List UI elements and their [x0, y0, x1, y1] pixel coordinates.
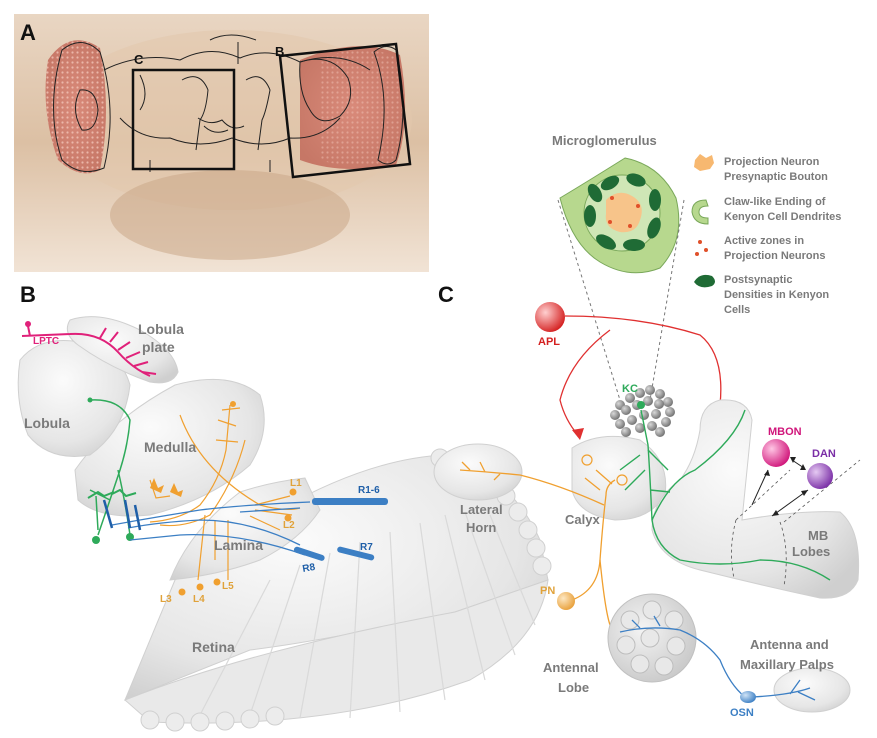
legend-item-3-line1: Active zones in — [724, 235, 804, 247]
legend-item-1-line2: Presynaptic Bouton — [724, 171, 828, 183]
panel-a-letter: A — [20, 20, 36, 45]
lobula-plate-region — [66, 316, 179, 384]
osn-label: OSN — [730, 707, 754, 719]
r7-label: R7 — [360, 542, 373, 553]
box-c-label: C — [134, 52, 144, 67]
kc-label: KC — [622, 383, 638, 395]
osn-axon — [619, 615, 816, 701]
lobula-label: Lobula — [24, 415, 70, 431]
lateral-horn-region — [433, 443, 523, 501]
l2-label: L2 — [283, 520, 295, 531]
panel-c-letter: C — [438, 282, 454, 307]
apl-neuron — [535, 302, 565, 332]
lobula-neuron — [89, 399, 131, 536]
lptc-neuron — [21, 325, 157, 377]
legend-item-4-line3: Cells — [724, 304, 750, 316]
kc-cluster — [610, 385, 675, 437]
antennal-lobe-label-2: Lobe — [558, 680, 589, 695]
mb-lobes-label-2: Lobes — [792, 544, 830, 559]
legend-item-4-line1: Postsynaptic — [724, 274, 792, 286]
legend: Projection Neuron Presynaptic Bouton Cla… — [691, 154, 841, 316]
lamina-dendrites — [87, 488, 137, 499]
legend-item-2-line2: Kenyon Cell Dendrites — [724, 211, 841, 223]
legend-psd-icon — [694, 274, 715, 288]
antenna-region — [773, 667, 851, 713]
legend-active-zone-icon — [695, 240, 708, 256]
legend-bouton-icon — [694, 154, 714, 171]
panel-c-diagram: Microglomerulus Projection Neuron Presyn… — [433, 133, 861, 719]
antenna-label-1: Antenna and — [750, 637, 829, 652]
lptc-soma — [25, 321, 31, 327]
l1-label: L1 — [290, 478, 302, 489]
legend-item-1-line1: Projection Neuron — [724, 156, 820, 168]
lptc-label: LPTC — [33, 336, 59, 347]
lateral-horn-label-1: Lateral — [460, 502, 503, 517]
r16-bar — [312, 498, 388, 505]
r8-label: R8 — [302, 562, 317, 575]
antenna-label-2: Maxillary Palps — [740, 657, 834, 672]
mb-lobes-label-1: MB — [808, 528, 828, 543]
l3-label: L3 — [160, 594, 172, 605]
medulla-label: Medulla — [144, 439, 196, 455]
r16-label: R1-6 — [358, 485, 380, 496]
box-c — [131, 68, 236, 171]
mbon-label: MBON — [768, 426, 802, 438]
legend-item-2-line1: Claw-like Ending of — [724, 196, 826, 208]
calyx-label: Calyx — [565, 512, 600, 527]
box-b — [278, 42, 412, 179]
osn-neuron — [740, 691, 756, 703]
mb-lobes-region — [651, 399, 860, 599]
lamina-label: Lamina — [214, 537, 263, 553]
l5-label: L5 — [222, 581, 234, 592]
psd-group — [584, 173, 661, 251]
lateral-horn-label-2: Horn — [466, 520, 496, 535]
lobula-plate-label-1: Lobula — [138, 321, 184, 337]
box-b-label: B — [275, 44, 284, 59]
pn-neuron — [557, 592, 575, 610]
dan-neuron — [807, 463, 833, 489]
panel-b-diagram: LPTC Lobula plate Lobula Medulla Lamina … — [17, 316, 552, 732]
mbon-neuron — [762, 439, 790, 467]
legend-claw-icon — [691, 199, 709, 225]
legend-item-4-line2: Densities in Kenyon — [724, 289, 829, 301]
medulla-region — [74, 378, 265, 517]
l4-label: L4 — [193, 594, 205, 605]
dan-label: DAN — [812, 448, 836, 460]
r8-bar — [293, 546, 325, 561]
retina-label: Retina — [192, 639, 235, 655]
legend-item-3-line2: Projection Neurons — [724, 250, 825, 262]
pn-bouton — [605, 192, 642, 233]
antennal-lobe-label-1: Antennal — [543, 660, 599, 675]
panel-a-photo: C B — [14, 14, 429, 272]
apl-label: APL — [538, 336, 560, 348]
pn-label: PN — [540, 585, 555, 597]
microglomerulus-label: Microglomerulus — [552, 133, 657, 148]
lobula-plate-label-2: plate — [142, 339, 175, 355]
panel-b-letter: B — [20, 282, 36, 307]
r7-bar — [337, 546, 375, 561]
kc-axon — [619, 409, 831, 581]
